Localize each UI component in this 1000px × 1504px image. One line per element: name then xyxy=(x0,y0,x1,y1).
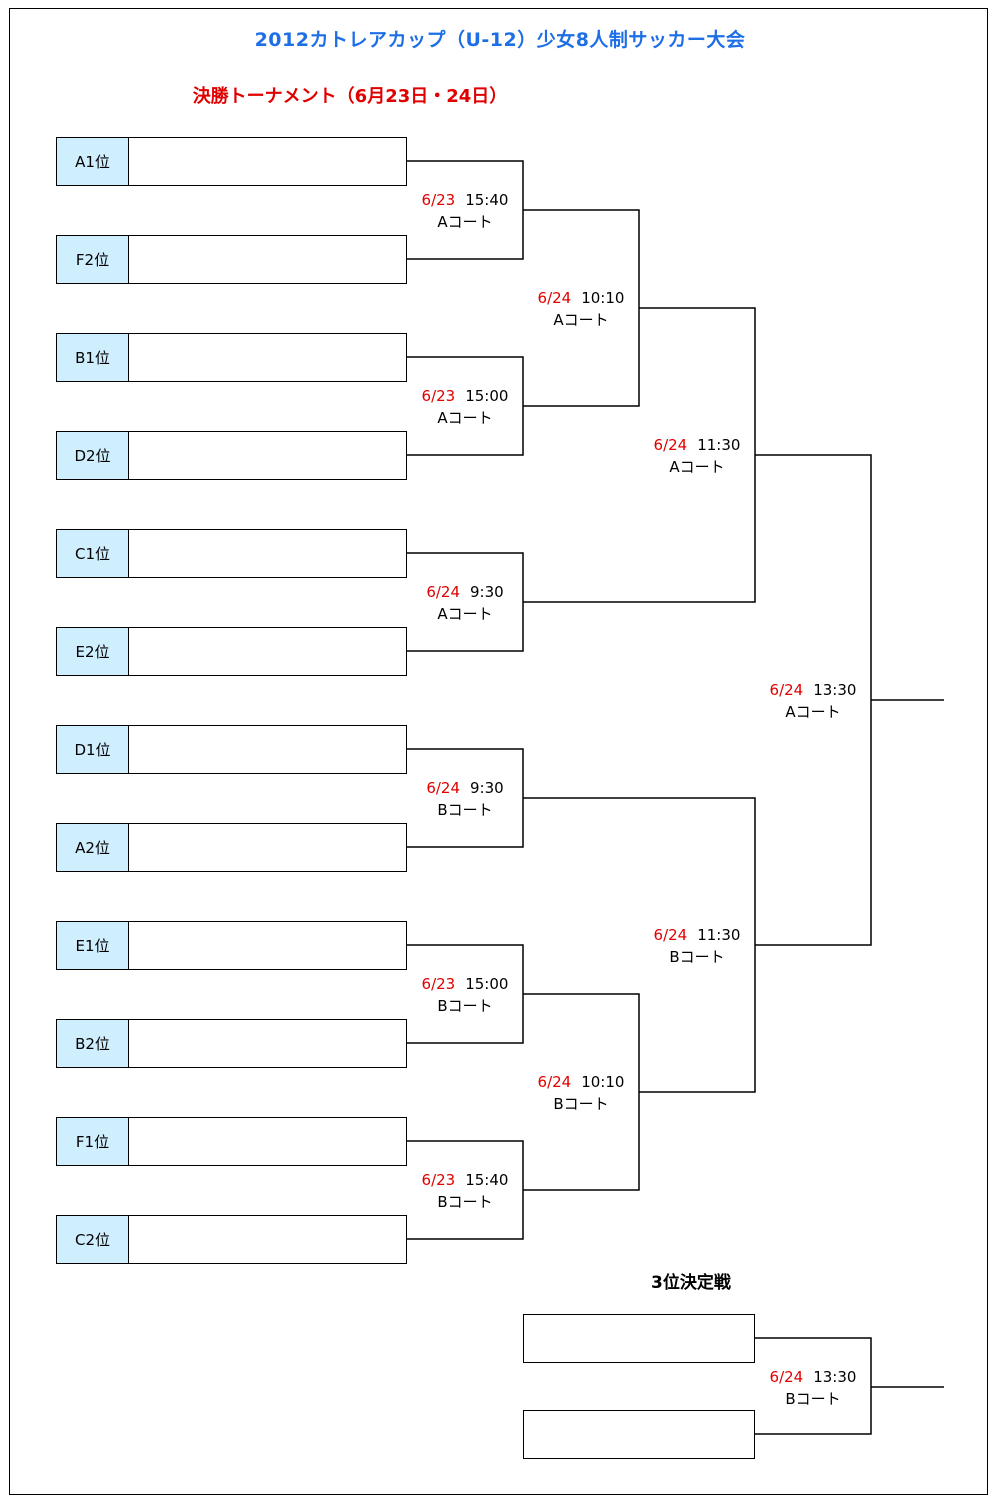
match-label: 6/23 15:40 Aコート xyxy=(395,189,535,233)
seed-label: E1位 xyxy=(57,922,129,969)
match-court: Bコート xyxy=(437,997,493,1015)
match-court: Aコート xyxy=(437,213,493,231)
match-time: 10:10 xyxy=(581,289,625,307)
team-slot: B1位 xyxy=(56,333,407,382)
team-slot: B2位 xyxy=(56,1019,407,1068)
team-slot: F1位 xyxy=(56,1117,407,1166)
seed-label: D1位 xyxy=(57,726,129,773)
match-label: 6/23 15:00 Bコート xyxy=(395,973,535,1017)
match-label: 6/23 15:00 Aコート xyxy=(395,385,535,429)
match-time: 9:30 xyxy=(470,779,504,797)
match-court: Aコート xyxy=(437,409,493,427)
match-date: 6/23 xyxy=(421,191,456,209)
match-court: Aコート xyxy=(437,605,493,623)
team-slot: A1位 xyxy=(56,137,407,186)
match-date: 6/23 xyxy=(421,387,456,405)
match-time: 15:40 xyxy=(465,1171,509,1189)
team-slot: E1位 xyxy=(56,921,407,970)
match-date: 6/24 xyxy=(653,436,688,454)
seed-label: F2位 xyxy=(57,236,129,283)
match-time: 11:30 xyxy=(697,436,741,454)
match-court: Aコート xyxy=(669,458,725,476)
third-place-title: 3位決定戦 xyxy=(651,1273,731,1293)
team-slot: C1位 xyxy=(56,529,407,578)
team-slot: C2位 xyxy=(56,1215,407,1264)
seed-label: B2位 xyxy=(57,1020,129,1067)
match-court: Aコート xyxy=(553,311,609,329)
match-time: 15:00 xyxy=(465,975,509,993)
match-date: 6/23 xyxy=(421,975,456,993)
match-date: 6/24 xyxy=(426,583,460,601)
team-slot: D1位 xyxy=(56,725,407,774)
match-court: Bコート xyxy=(437,801,493,819)
match-time: 9:30 xyxy=(470,583,504,601)
match-date: 6/24 xyxy=(426,779,460,797)
page-subtitle: 決勝トーナメント（6月23日・24日） xyxy=(192,86,508,107)
seed-label: E2位 xyxy=(57,628,129,675)
match-date: 6/23 xyxy=(421,1171,456,1189)
match-label: 6/24 9:30 Aコート xyxy=(395,581,535,625)
seed-label: B1位 xyxy=(57,334,129,381)
third-place-slot xyxy=(523,1410,755,1459)
match-court: Bコート xyxy=(785,1390,841,1408)
match-label: 6/24 10:10 Bコート xyxy=(511,1071,651,1115)
match-date: 6/24 xyxy=(653,926,688,944)
page-title: 2012カトレアカップ（U-12）少女8人制サッカー大会 xyxy=(254,29,746,51)
team-slot: F2位 xyxy=(56,235,407,284)
page-frame xyxy=(9,8,988,1495)
seed-label: A2位 xyxy=(57,824,129,871)
match-time: 10:10 xyxy=(581,1073,625,1091)
match-court: Aコート xyxy=(785,703,841,721)
seed-label: D2位 xyxy=(57,432,129,479)
seed-label: C1位 xyxy=(57,530,129,577)
match-date: 6/24 xyxy=(769,1368,804,1386)
seed-label: F1位 xyxy=(57,1118,129,1165)
match-time: 15:40 xyxy=(465,191,509,209)
third-place-slot xyxy=(523,1314,755,1363)
match-label: 6/24 9:30 Bコート xyxy=(395,777,535,821)
match-court: Bコート xyxy=(437,1193,493,1211)
match-label: 6/24 10:10 Aコート xyxy=(511,287,651,331)
match-date: 6/24 xyxy=(537,289,572,307)
match-label: 6/24 11:30 Bコート xyxy=(627,924,767,968)
match-label: 6/24 13:30 Bコート xyxy=(743,1366,883,1410)
team-slot: A2位 xyxy=(56,823,407,872)
match-time: 11:30 xyxy=(697,926,741,944)
match-date: 6/24 xyxy=(537,1073,572,1091)
seed-label: C2位 xyxy=(57,1216,129,1263)
team-slot: D2位 xyxy=(56,431,407,480)
match-label: 6/23 15:40 Bコート xyxy=(395,1169,535,1213)
seed-label: A1位 xyxy=(57,138,129,185)
match-time: 15:00 xyxy=(465,387,509,405)
match-time: 13:30 xyxy=(813,1368,857,1386)
match-court: Bコート xyxy=(553,1095,609,1113)
match-date: 6/24 xyxy=(769,681,804,699)
match-label: 6/24 13:30 Aコート xyxy=(743,679,883,723)
team-slot: E2位 xyxy=(56,627,407,676)
match-court: Bコート xyxy=(669,948,725,966)
match-time: 13:30 xyxy=(813,681,857,699)
match-label: 6/24 11:30 Aコート xyxy=(627,434,767,478)
